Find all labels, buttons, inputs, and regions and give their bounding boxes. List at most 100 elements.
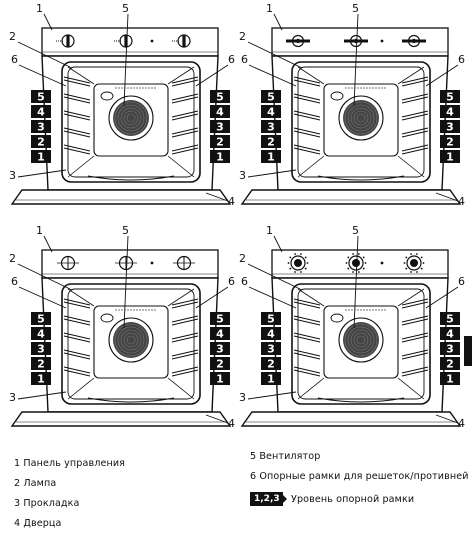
perspective-line	[397, 377, 425, 400]
level-badge-right	[440, 342, 460, 355]
vent-dot	[127, 309, 129, 311]
shelf-runner-left	[63, 113, 91, 121]
leader-line	[18, 286, 67, 309]
leader-line	[205, 192, 229, 202]
gasket	[297, 288, 425, 400]
callout-6: 6	[241, 275, 248, 288]
level-badge-left-label: 4	[37, 328, 45, 341]
leader-line	[17, 41, 73, 69]
knob-dot	[306, 262, 309, 264]
leader-line	[248, 64, 297, 87]
fan-grill-ring	[117, 326, 145, 354]
bottom-heater	[317, 175, 405, 181]
leader-line	[425, 286, 459, 309]
lamp-icon	[100, 91, 114, 101]
level-badge-right	[440, 150, 460, 163]
perspective-line	[397, 66, 425, 85]
vent-dot	[118, 309, 120, 311]
perspective-line	[297, 288, 325, 307]
shelf-runner-left	[63, 366, 91, 374]
fan-grill-ring	[353, 332, 369, 348]
fan-grill-ring	[344, 101, 378, 135]
level-badge-left-label: 4	[267, 328, 275, 341]
shelf-runner-left	[293, 335, 321, 343]
shelf-runner-right	[401, 147, 429, 155]
level-badge-left	[31, 90, 51, 103]
perspective-line	[67, 288, 95, 307]
knob-dot	[352, 253, 354, 255]
leader-line	[43, 13, 53, 31]
callout-4: 4	[458, 417, 465, 430]
shelf-runner-left	[293, 127, 321, 135]
shelf-runner-left	[293, 352, 321, 360]
shelf-runner-right	[401, 298, 429, 306]
shelf-runner-right	[171, 113, 199, 121]
shelf-runner-right	[401, 369, 429, 377]
level-badge-left-label: 2	[37, 136, 45, 149]
perspective-line	[167, 288, 195, 307]
level-badge-left	[261, 312, 281, 325]
bottom-heater	[317, 397, 405, 403]
vent-dot	[133, 87, 135, 89]
shelf-runner-left	[293, 79, 321, 87]
legend-item-lamp: 2 Лампа	[14, 478, 57, 489]
shelf-runner-left	[63, 352, 91, 360]
vent-dot	[145, 87, 147, 89]
leader-line	[205, 414, 229, 424]
level-badge-right-label: 5	[216, 91, 224, 104]
vent-dot	[145, 309, 147, 311]
perspective-line	[167, 66, 195, 85]
callout-6: 6	[11, 275, 18, 288]
fan-grill-ring	[114, 101, 148, 135]
fan-grill-ring	[114, 323, 148, 357]
shelf-runner-right	[401, 127, 429, 135]
knob-dot	[287, 262, 290, 264]
knob-dot	[352, 271, 354, 273]
level-badge-right	[210, 372, 230, 385]
level-badge-right	[440, 357, 460, 370]
level-badge-left	[31, 312, 51, 325]
vent-dot	[381, 309, 383, 311]
knob-dot	[358, 271, 360, 273]
fan-grill-ring	[347, 326, 375, 354]
callout-2: 2	[239, 30, 246, 43]
level-badge-left	[31, 327, 51, 340]
leader-line	[353, 13, 359, 107]
level-badge-right	[210, 357, 230, 370]
shelf-runner-right	[171, 318, 199, 326]
level-badge-right-label: 1	[216, 151, 224, 164]
leader-line	[353, 235, 359, 329]
vent-dot	[363, 309, 365, 311]
shelf-runner-left	[63, 335, 91, 343]
oven-door	[240, 411, 462, 427]
knob-dot	[289, 267, 292, 270]
shelf-runner-right	[171, 335, 199, 343]
knob-dot	[364, 262, 367, 264]
vent-dot	[348, 87, 350, 89]
callout-4: 4	[228, 195, 235, 208]
knob-dot	[358, 253, 360, 255]
callout-1: 1	[266, 224, 273, 237]
level-badge-left-label: 2	[267, 358, 275, 371]
knob-hub	[295, 38, 301, 44]
callout-3: 3	[239, 169, 246, 182]
legend-item-gasket: 3 Прокладка	[14, 498, 80, 509]
knob-hub	[352, 259, 360, 267]
fan-grill-ring	[356, 113, 366, 123]
vent-dot	[151, 309, 153, 311]
level-badge-right-label: 4	[216, 106, 224, 119]
knob-dot	[347, 256, 350, 259]
vent-dot	[142, 309, 144, 311]
knob-dot	[410, 253, 412, 255]
perspective-line	[397, 288, 425, 307]
lamp-icon	[330, 91, 344, 101]
callout-5: 5	[122, 2, 129, 15]
fan-icon	[113, 100, 149, 136]
legend-item-control-panel: 1 Панель управления	[14, 458, 126, 469]
knob-pointer	[124, 35, 128, 47]
shelf-runner-right	[171, 147, 199, 155]
leader-line	[435, 192, 459, 202]
level-badge-right-label: 1	[446, 373, 454, 386]
level-chip: 1,2,3	[250, 492, 283, 506]
vent-dot	[115, 87, 117, 89]
